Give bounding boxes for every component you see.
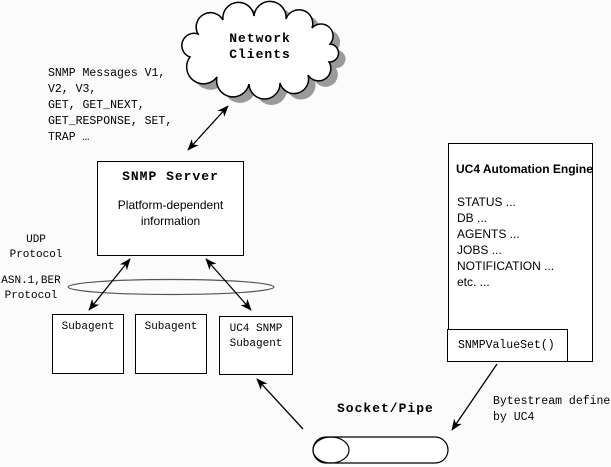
uc4-automation-engine-box: UC4 Automation Engine STATUS ... DB ... … [448,143,593,362]
cloud-label-line: Network [229,31,291,46]
snmpvalueset-box: SNMPValueSet() [447,329,568,362]
uc4-engine-item: STATUS ... [457,195,516,209]
cloud-server-arrow [187,105,229,151]
uc4-engine-item: AGENTS ... [457,227,520,241]
snmp-messages-line: SNMP Messages V1, [48,67,166,80]
bytestream-label: Bytestream defined by UC4 [493,395,611,424]
socket-pipe-label: Socket/Pipe [337,401,434,416]
protocol-boundary-ellipse [67,278,275,296]
uc4-engine-items: STATUS ... DB ... AGENTS ... JOBS ... NO… [457,194,554,290]
snmp-server-title: SNMP Server [122,169,219,184]
uc4-engine-item: JOBS ... [457,243,502,257]
network-clients-label: Network Clients [180,31,340,63]
snmp-server-box: SNMP Server Platform-dependent informati… [97,161,244,256]
snmp-messages-line: GET, GET_NEXT, [48,99,145,112]
subagent-box-1: Subagent [52,314,124,374]
subagent-box-2: Subagent [135,314,207,374]
uc4-engine-item: DB ... [457,211,488,225]
subagent-label: Subagent [144,321,198,333]
uc4-snmp-subagent-box: UC4 SNMP Subagent [219,316,293,375]
uc4-engine-title: UC4 Automation Engine [456,162,593,176]
pipe-subagent-arrow [256,378,304,430]
snmp-messages-label: SNMP Messages V1, V2, V3, GET, GET_NEXT,… [48,66,172,146]
cloud-label-line: Clients [229,47,291,62]
snmp-server-subtitle: Platform-dependent information [117,198,224,228]
engine-pipe-arrow [451,363,498,431]
snmp-messages-line: GET_RESPONSE, SET, [48,115,173,128]
udp-protocol-label: UDP Protocol [9,234,63,261]
uc4-engine-item: etc. ... [457,275,490,289]
snmp-messages-line: V2, V3, [48,83,97,96]
server-uc4subagent-arrow [205,258,252,311]
snmpvalueset-label: SNMPValueSet() [458,339,555,352]
uc4-subagent-label-line: Subagent [229,338,283,350]
subagent-label: Subagent [61,321,115,333]
pipe-cylinder [312,436,449,464]
uc4-engine-item: NOTIFICATION ... [457,259,555,273]
snmp-messages-line: TRAP … [48,131,90,144]
server-subagent1-arrow [88,258,131,311]
uc4-subagent-label-line: UC4 SNMP [229,323,283,335]
asn1-ber-protocol-label: ASN.1,BER Protocol [1,275,61,302]
network-clients-cloud [181,0,340,100]
